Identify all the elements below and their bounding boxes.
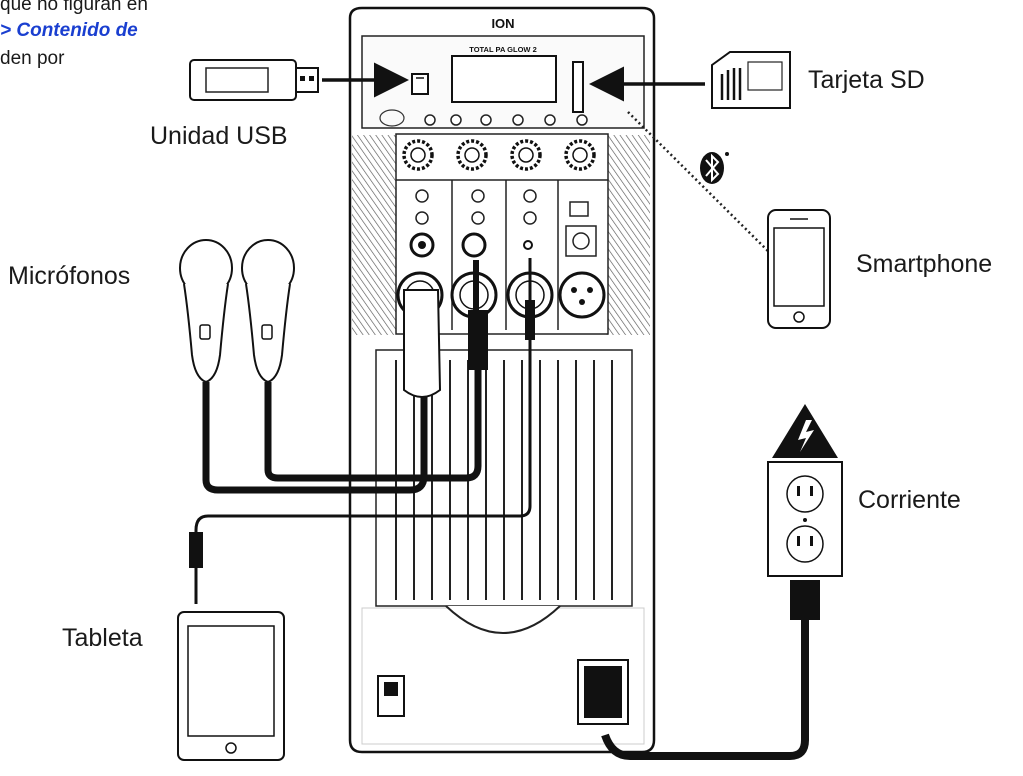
brand-logo: ION: [491, 16, 514, 31]
quarter-inch-plug: [468, 310, 488, 370]
aux-plug: [189, 532, 203, 568]
mic-cable-left: [202, 378, 428, 494]
power-cord: [601, 620, 809, 760]
xlr-plug: [403, 289, 442, 398]
mic-cable-right: [264, 345, 482, 482]
microphone-right: [241, 239, 295, 384]
warning-triangle-icon: [772, 404, 838, 458]
sd-card-slot[interactable]: [572, 61, 584, 113]
label-sd-card: Tarjeta SD: [808, 66, 925, 94]
model-name: TOTAL PA GLOW 2: [469, 45, 537, 54]
bluetooth-button-ring[interactable]: [379, 109, 405, 127]
light-button[interactable]: [569, 201, 589, 217]
usb-drive: [189, 59, 319, 101]
intro-text-line-1: que no figuran en: [0, 0, 148, 15]
label-microphones: Micrófonos: [8, 262, 131, 290]
usb-port[interactable]: [411, 73, 429, 95]
aux-cable: [194, 258, 532, 560]
bluetooth-icon: [700, 152, 729, 184]
wall-outlet: [767, 461, 843, 577]
channel-fx-buttons[interactable]: [415, 189, 537, 225]
label-usb-drive: Unidad USB: [150, 122, 288, 150]
sd-card: [711, 51, 791, 109]
smartphone-device: [767, 209, 831, 329]
tablet-device: [177, 611, 285, 761]
label-power: Corriente: [858, 486, 961, 514]
contents-link[interactable]: > Contenido de: [0, 20, 138, 41]
transport-buttons[interactable]: [424, 114, 588, 126]
quarter-inch-jacks[interactable]: [409, 232, 533, 258]
label-smartphone: Smartphone: [856, 250, 993, 278]
label-tablet: Tableta: [62, 624, 143, 652]
handle-arc: [445, 605, 561, 634]
power-plug: [790, 580, 820, 620]
microphone-left: [179, 239, 233, 384]
volume-knobs[interactable]: [402, 139, 596, 171]
intro-text-line-3: den por: [0, 48, 65, 69]
lcd-display: [451, 55, 557, 103]
